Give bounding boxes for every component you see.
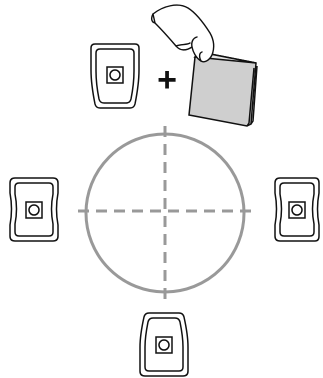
guide-circle <box>84 132 246 294</box>
paper-sheet-icon <box>188 51 258 127</box>
sensor-right-icon <box>274 177 320 242</box>
guide-group <box>78 126 252 300</box>
sensor-left-icon <box>9 177 59 242</box>
plus-symbol: + <box>157 61 177 99</box>
sensor-bottom-icon <box>139 312 189 377</box>
sensor-top-icon <box>90 43 140 109</box>
hand-icon <box>150 4 215 63</box>
